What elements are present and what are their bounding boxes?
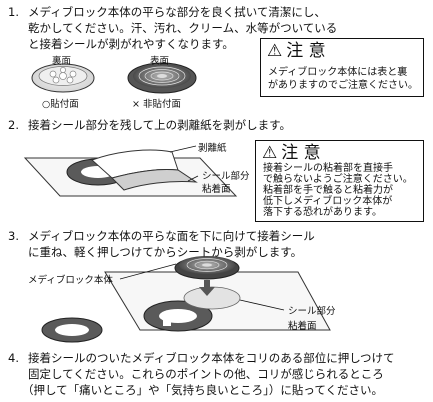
step4-line-1: 接着シールのついたメディブロック本体をコリのある部位に押しつけて bbox=[28, 351, 395, 365]
label-adhesive-surface-3: 粘着面 bbox=[288, 321, 317, 332]
step1-line-3: と接着シールが剥がれやすくなります。 bbox=[28, 37, 234, 51]
step2-number: 2. bbox=[8, 118, 19, 132]
caution-2-line-4: 低下しメディブロック本体が bbox=[263, 196, 393, 207]
disc-front-illustration bbox=[127, 62, 197, 94]
caution-1-line-1: メディブロック本体には表と裏 bbox=[268, 67, 408, 78]
step4-line-3: （押して「痛いところ」や「気持ち良いところ」）に貼ってください。 bbox=[22, 383, 383, 397]
step2-text: 接着シール部分を残して上の剥離紙を剥がします。 bbox=[28, 118, 292, 132]
step1-number: 1. bbox=[8, 5, 19, 19]
label-non-adhesive-side: × 非貼付面 bbox=[132, 99, 181, 110]
press-block-illustration bbox=[104, 256, 331, 332]
warning-icon: ⚠ bbox=[267, 41, 283, 61]
caution-2-line-2: で触らないようご注意ください。 bbox=[263, 174, 413, 185]
caution-title-1: 注 意 bbox=[286, 41, 326, 61]
label-medi-block-body: メディブロック本体 bbox=[28, 275, 113, 286]
disc-back-illustration bbox=[31, 63, 95, 93]
step3-line-2: に重ね、軽く押しつけてからシートから剥がします。 bbox=[28, 245, 303, 259]
caution-heading-2: ⚠注 意 bbox=[262, 143, 321, 163]
label-release-paper: 剥離紙 bbox=[198, 143, 227, 154]
label-front-side: 表面 bbox=[150, 56, 170, 67]
caution-heading-1: ⚠注 意 bbox=[267, 41, 326, 61]
sheet-ring-illustration bbox=[41, 317, 103, 343]
label-seal-part-3: シール部分 bbox=[288, 306, 336, 317]
step1-line-1: メディブロック本体の平らな部分を良く拭いて清潔にし、 bbox=[28, 5, 326, 19]
step3-number: 3. bbox=[8, 229, 19, 243]
warning-icon: ⚠ bbox=[262, 143, 278, 163]
caution-2-line-5: 落下する恐れがあります。 bbox=[263, 207, 382, 218]
label-seal-part-2: シール部分 bbox=[202, 171, 250, 182]
step4-line-2: 固定してください。これらのポイントの他、コリが感じられるところ bbox=[28, 367, 384, 381]
label-adhesive-side: ○貼付面 bbox=[42, 99, 79, 110]
caution-2-line-3: 粘着部を手で触ると粘着力が bbox=[263, 185, 393, 196]
caution-title-2: 注 意 bbox=[281, 143, 321, 163]
step4-number: 4. bbox=[8, 351, 19, 365]
caution-box-2: ⚠注 意 接着シールの粘着部を直接手 で触らないようご注意ください。 粘着部を手… bbox=[255, 140, 424, 222]
step1-line-2: 乾かしてください。汗、汚れ、クリーム、水等がついている bbox=[28, 21, 338, 35]
label-back-side: 裏面 bbox=[52, 56, 72, 67]
caution-box-1: ⚠注 意 メディブロック本体には表と裏 がありますのでご注意ください。 bbox=[260, 38, 424, 97]
caution-2-line-1: 接着シールの粘着部を直接手 bbox=[263, 163, 393, 174]
label-adhesive-surface-2: 粘着面 bbox=[202, 184, 231, 195]
caution-1-line-2: がありますのでご注意ください。 bbox=[268, 80, 418, 91]
seal-sheet-illustration bbox=[23, 145, 238, 197]
step3-line-1: メディブロック本体の平らな面を下に向けて接着シール bbox=[28, 229, 315, 243]
